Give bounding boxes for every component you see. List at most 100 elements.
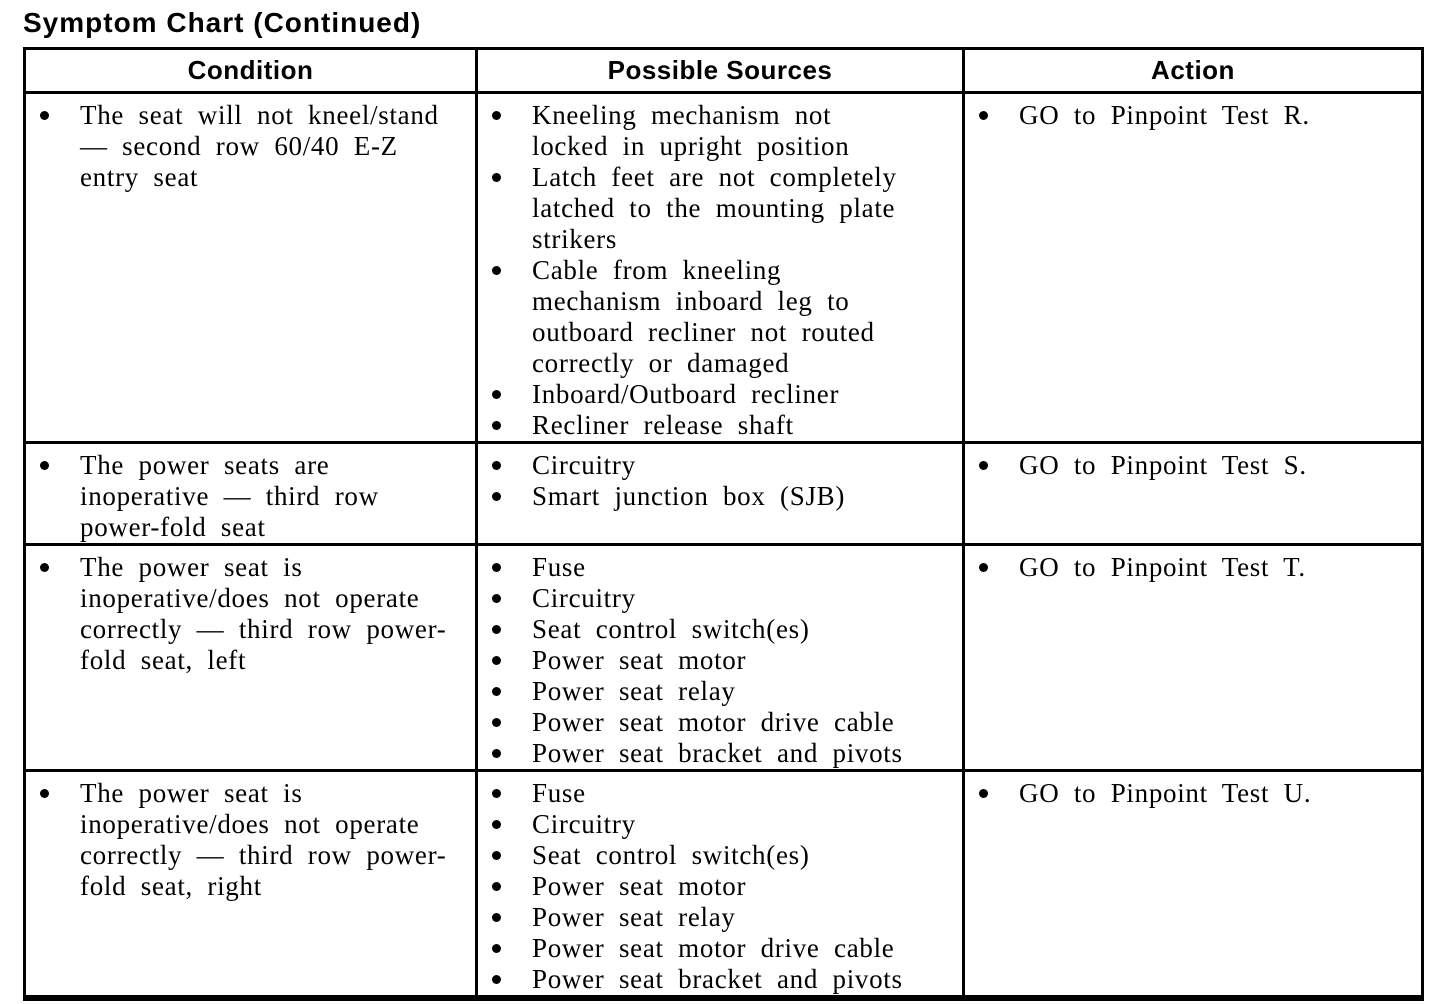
- list-item: Fuse: [478, 778, 907, 809]
- list-item: GO to Pinpoint Test R.: [965, 100, 1409, 131]
- bullet-icon: [492, 111, 501, 120]
- bullet-icon: [492, 173, 501, 182]
- list-item: Power seat motor: [478, 645, 907, 676]
- condition-cell: The power seat is inoperative/does not o…: [23, 769, 478, 1000]
- action-cell: GO to Pinpoint Test T.: [962, 543, 1424, 772]
- condition-cell: The seat will not kneel/stand — second r…: [23, 91, 478, 444]
- source-text: Power seat relay: [532, 902, 736, 932]
- table-row-power-seats-inoperative: The power seats are inoperative — third …: [23, 441, 1424, 546]
- bullet-icon: [979, 461, 988, 470]
- bullet-icon: [492, 851, 501, 860]
- action-cell: GO to Pinpoint Test R.: [962, 91, 1424, 444]
- table-row-kneel-stand: The seat will not kneel/stand — second r…: [23, 91, 1424, 444]
- list-item: Power seat motor drive cable: [478, 707, 907, 738]
- source-text: Inboard/Outboard recliner: [532, 379, 840, 409]
- condition-cell: The power seats are inoperative — third …: [23, 441, 478, 546]
- list-item: Kneeling mechanism not locked in upright…: [478, 100, 907, 162]
- bullet-icon: [492, 625, 501, 634]
- list-item: Circuitry: [478, 809, 907, 840]
- list-item: The power seat is inoperative/does not o…: [26, 552, 453, 676]
- bullet-icon: [979, 563, 988, 572]
- list-item: Seat control switch(es): [478, 840, 907, 871]
- list-item: Latch feet are not completely latched to…: [478, 162, 907, 255]
- source-text: Power seat motor drive cable: [532, 933, 895, 963]
- column-header-condition: Condition: [23, 47, 478, 94]
- action-text: GO to Pinpoint Test R.: [1019, 100, 1310, 130]
- list-item: Inboard/Outboard recliner: [478, 379, 907, 410]
- possible-sources-cell: Fuse Circuitry Seat control switch(es) P…: [475, 543, 965, 772]
- list-item: Power seat bracket and pivots: [478, 964, 907, 995]
- bullet-icon: [492, 718, 501, 727]
- list-item: The seat will not kneel/stand — second r…: [26, 100, 453, 193]
- bullet-icon: [492, 594, 501, 603]
- source-text: Power seat bracket and pivots: [532, 964, 903, 994]
- bullet-icon: [492, 266, 501, 275]
- possible-sources-cell: Circuitry Smart junction box (SJB): [475, 441, 965, 546]
- bullet-icon: [492, 390, 501, 399]
- source-text: Power seat motor: [532, 645, 747, 675]
- bullet-icon: [979, 789, 988, 798]
- source-text: Kneeling mechanism not locked in upright…: [532, 100, 850, 161]
- action-cell: GO to Pinpoint Test S.: [962, 441, 1424, 546]
- condition-text: The power seats are inoperative — third …: [80, 450, 379, 542]
- bullet-icon: [492, 421, 501, 430]
- bullet-icon: [492, 789, 501, 798]
- bullet-icon: [979, 111, 988, 120]
- list-item: The power seats are inoperative — third …: [26, 450, 453, 543]
- bullet-icon: [492, 749, 501, 758]
- bullet-icon: [40, 461, 49, 470]
- source-text: Smart junction box (SJB): [532, 481, 846, 511]
- source-text: Power seat relay: [532, 676, 736, 706]
- table-row-power-seat-left: The power seat is inoperative/does not o…: [23, 543, 1424, 772]
- source-text: Latch feet are not completely latched to…: [532, 162, 897, 254]
- bullet-icon: [40, 563, 49, 572]
- source-text: Fuse: [532, 778, 586, 808]
- list-item: Circuitry: [478, 583, 907, 614]
- bullet-icon: [492, 687, 501, 696]
- bullet-icon: [492, 882, 501, 891]
- list-item: Power seat motor drive cable: [478, 933, 907, 964]
- list-item: Power seat motor: [478, 871, 907, 902]
- list-item: Power seat relay: [478, 902, 907, 933]
- list-item: Cable from kneeling mechanism inboard le…: [478, 255, 907, 379]
- source-text: Seat control switch(es): [532, 614, 810, 644]
- action-text: GO to Pinpoint Test S.: [1019, 450, 1307, 480]
- bullet-icon: [492, 563, 501, 572]
- condition-text: The seat will not kneel/stand — second r…: [80, 100, 439, 192]
- source-text: Cable from kneeling mechanism inboard le…: [532, 255, 875, 378]
- bullet-icon: [492, 820, 501, 829]
- bullet-icon: [492, 944, 501, 953]
- column-header-action: Action: [962, 47, 1424, 94]
- list-item: Power seat relay: [478, 676, 907, 707]
- source-text: Power seat bracket and pivots: [532, 738, 903, 768]
- column-header-possible-sources: Possible Sources: [475, 47, 965, 94]
- list-item: GO to Pinpoint Test U.: [965, 778, 1409, 809]
- bullet-icon: [492, 461, 501, 470]
- list-item: GO to Pinpoint Test S.: [965, 450, 1409, 481]
- table-row-power-seat-right: The power seat is inoperative/does not o…: [23, 769, 1424, 1000]
- symptom-chart-table: Condition Possible Sources Action The se…: [23, 47, 1424, 1001]
- list-item: Circuitry: [478, 450, 907, 481]
- possible-sources-cell: Kneeling mechanism not locked in upright…: [475, 91, 965, 444]
- bullet-icon: [492, 492, 501, 501]
- source-text: Fuse: [532, 552, 586, 582]
- page-title: Symptom Chart (Continued): [23, 7, 422, 38]
- list-item: Smart junction box (SJB): [478, 481, 907, 512]
- action-text: GO to Pinpoint Test T.: [1019, 552, 1306, 582]
- source-text: Seat control switch(es): [532, 840, 810, 870]
- bullet-icon: [40, 789, 49, 798]
- condition-text: The power seat is inoperative/does not o…: [80, 552, 447, 675]
- source-text: Circuitry: [532, 583, 636, 613]
- bullet-icon: [492, 975, 501, 984]
- source-text: Circuitry: [532, 450, 636, 480]
- bullet-icon: [492, 913, 501, 922]
- list-item: Power seat bracket and pivots: [478, 738, 907, 769]
- source-text: Circuitry: [532, 809, 636, 839]
- action-text: GO to Pinpoint Test U.: [1019, 778, 1312, 808]
- list-item: Recliner release shaft: [478, 410, 907, 441]
- source-text: Power seat motor: [532, 871, 747, 901]
- table-header-row: Condition Possible Sources Action: [23, 47, 1424, 94]
- list-item: Seat control switch(es): [478, 614, 907, 645]
- bullet-icon: [40, 111, 49, 120]
